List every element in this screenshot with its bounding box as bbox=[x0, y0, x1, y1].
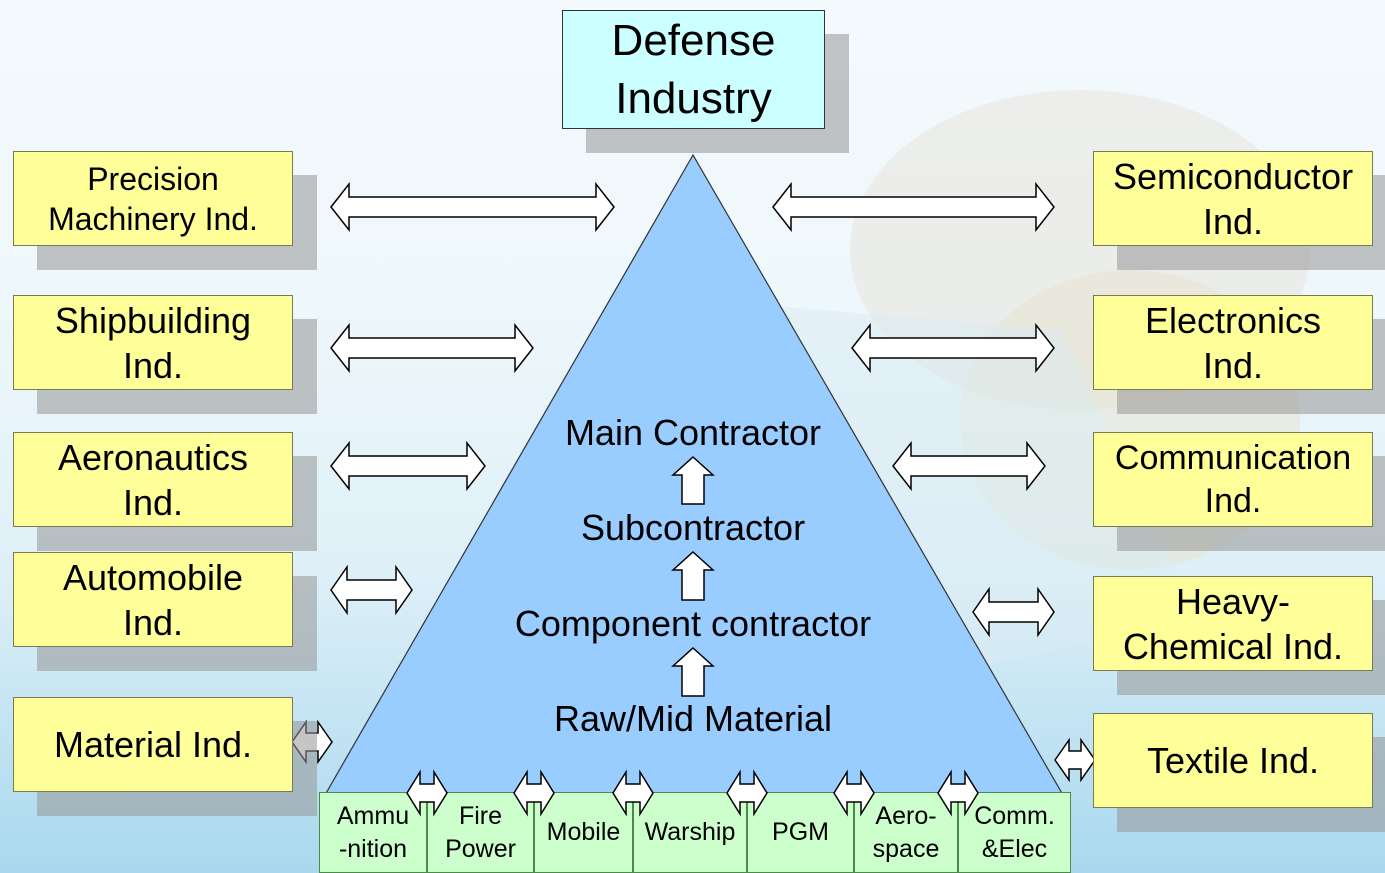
sector-aerospace: Aero- space bbox=[854, 792, 958, 873]
double-arrow bbox=[972, 586, 1055, 638]
up-arrow-icon bbox=[671, 550, 715, 601]
industry-box-electronics: Electronics Ind. bbox=[1093, 295, 1373, 390]
industry-box-shipbuilding: Shipbuilding Ind. bbox=[13, 295, 293, 390]
industry-box-semiconductor: Semiconductor Ind. bbox=[1093, 151, 1373, 246]
double-arrow bbox=[851, 322, 1055, 374]
double-arrow bbox=[892, 440, 1046, 492]
double-arrow bbox=[330, 181, 615, 233]
double-arrow bbox=[513, 769, 555, 817]
level-main-contractor: Main Contractor bbox=[564, 412, 822, 453]
level-raw-mid-material: Raw/Mid Material bbox=[553, 698, 833, 739]
hierarchy-up-arrows bbox=[671, 455, 715, 697]
connection-arrows bbox=[291, 181, 1096, 783]
double-arrow bbox=[833, 769, 875, 817]
level-subcontractor: Subcontractor bbox=[580, 507, 806, 548]
industry-box-communication: Communication Ind. bbox=[1093, 432, 1373, 527]
up-arrow-icon bbox=[671, 646, 715, 697]
sector-pgm: PGM bbox=[747, 792, 854, 873]
industry-box-textile: Textile Ind. bbox=[1093, 713, 1373, 808]
double-arrow bbox=[291, 719, 333, 765]
sector-mobile: Mobile bbox=[534, 792, 633, 873]
sector-ammunition: Ammu -nition bbox=[319, 792, 427, 873]
industry-box-automobile: Automobile Ind. bbox=[13, 552, 293, 647]
double-arrow bbox=[612, 769, 654, 817]
sector-warship: Warship bbox=[633, 792, 747, 873]
double-arrow bbox=[330, 322, 534, 374]
up-arrow-icon bbox=[671, 455, 715, 505]
double-arrow bbox=[330, 440, 486, 492]
sector-fire-power: Fire Power bbox=[427, 792, 534, 873]
industry-box-precision-machinery: Precision Machinery Ind. bbox=[13, 151, 293, 246]
level-component-contractor: Component contractor bbox=[514, 603, 872, 644]
double-arrow bbox=[406, 769, 448, 817]
defense-industry-box: Defense Industry bbox=[562, 10, 825, 129]
industry-box-aeronautics: Aeronautics Ind. bbox=[13, 432, 293, 527]
double-arrow bbox=[726, 769, 768, 817]
sector-comm-elec: Comm. &Elec bbox=[958, 792, 1071, 873]
double-arrow bbox=[937, 769, 979, 817]
double-arrow bbox=[772, 181, 1055, 233]
industry-box-heavy-chemical: Heavy- Chemical Ind. bbox=[1093, 576, 1373, 671]
double-arrow bbox=[330, 564, 413, 616]
industry-box-material: Material Ind. bbox=[13, 697, 293, 792]
